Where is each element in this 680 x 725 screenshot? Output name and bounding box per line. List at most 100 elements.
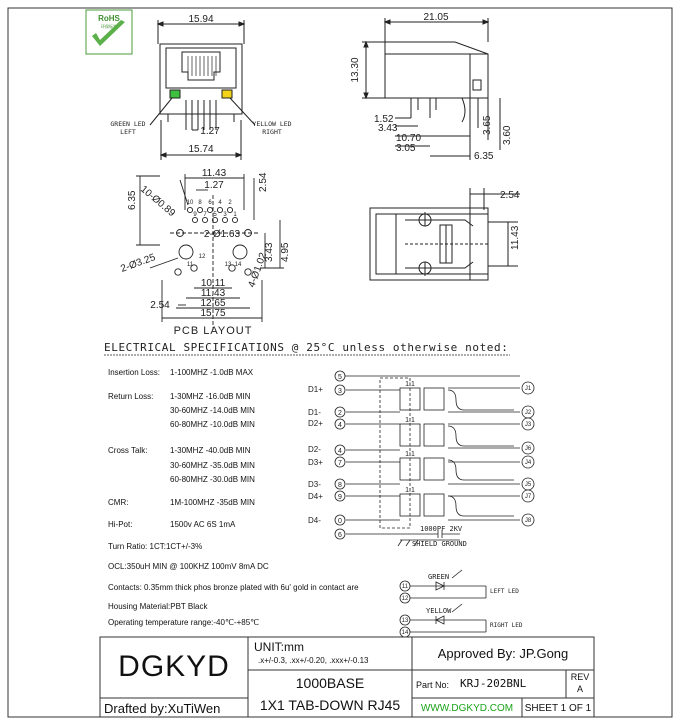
- pcb-dim-2-54: 2.54: [258, 172, 269, 192]
- shield-ground-label: SHIELD GROUND: [412, 540, 467, 548]
- right-pin-4: J6: [525, 446, 532, 452]
- side-view: [362, 18, 501, 160]
- schematic-right-labels: J1 J2 J3 J6 J4 J5 J7 J8: [525, 386, 532, 524]
- green-led-label: GREEN LED: [110, 120, 145, 128]
- product-desc-1: 1000BASE: [295, 675, 365, 691]
- pcb-dim-1-27: 1.27: [204, 180, 224, 191]
- rohs-title: RoHS: [98, 14, 120, 23]
- dim-side-d5: 6.35: [474, 151, 494, 162]
- dim-side-d7: 3.60: [502, 125, 513, 145]
- yellow-led-desc: RIGHT LED: [490, 622, 523, 629]
- pcb-pin-bottom-3: 5: [213, 212, 217, 218]
- cap-label: 1000PF 2KV: [420, 525, 463, 533]
- pin-num-8: 8: [338, 482, 342, 489]
- green-pin-b-num: 12: [402, 596, 409, 602]
- right-pin-5: J4: [525, 460, 532, 466]
- pcb-dim-10-11: 10.11: [201, 278, 226, 289]
- rev-label: REV: [570, 672, 590, 682]
- rohs-badge: RoHS 环保标准: [85, 9, 133, 55]
- dim-side-d4: 3.05: [396, 143, 416, 154]
- led-schematic: [410, 569, 487, 633]
- product-desc-2: 1X1 TAB-DOWN RJ45: [259, 697, 401, 713]
- website-link[interactable]: WWW.DGKYD.COM: [420, 703, 514, 714]
- pcb-pin-11: 11: [187, 262, 194, 268]
- dim-side-d6: 3.65: [482, 115, 493, 135]
- yellow-pin-b-num: 14: [402, 630, 409, 636]
- spec-hipot-value: 1500v AC 6S 1mA: [170, 520, 236, 529]
- dim-side-height: 13.30: [350, 57, 361, 82]
- spec-return-loss-2: 30-60MHZ -14.0dB MIN: [170, 406, 255, 415]
- part-no-value: KRJ-202BNL: [460, 677, 527, 690]
- pcb-dim-11-43b: 11.43: [201, 288, 226, 299]
- schematic-right-pins: [521, 381, 535, 527]
- pcb-pin-top-4: 4: [218, 200, 222, 206]
- pcb-dim-6-35: 6.35: [127, 190, 138, 210]
- pcb-hole-callout: 10-Ø0.89: [138, 184, 177, 220]
- spec-cmr-value: 1M-100MHZ -35dB MIN: [170, 498, 255, 507]
- pin-num-9: 9: [338, 494, 342, 501]
- pcb-dim-4-95: 4.95: [280, 242, 291, 262]
- spec-housing: Housing Material:PBT Black: [108, 602, 208, 611]
- top-dim-2-54: 2.54: [500, 190, 520, 201]
- dim-side-d1: 1.52: [374, 114, 394, 125]
- pin-num-5: 5: [338, 374, 342, 381]
- pcb-pin-12: 12: [199, 254, 206, 260]
- yellow-led-indicator: [221, 89, 233, 99]
- right-pin-3: J3: [525, 422, 532, 428]
- ratio-2: 1:1: [405, 417, 415, 424]
- pcb-dim-1-63: 2-Ø1.63: [204, 229, 241, 240]
- pin-num-2: 2: [338, 410, 342, 417]
- pcb-dim-3-25: 2-Ø3.25: [119, 252, 157, 275]
- dim-front-top-width: 15.94: [188, 14, 213, 25]
- green-led-indicator: [169, 89, 181, 99]
- dim-side-d2: 3.43: [378, 123, 398, 134]
- spec-cross-talk-2: 30-60MHZ -35.0dB MIN: [170, 461, 255, 470]
- approved-by: Approved By: JP.Gong: [437, 646, 569, 661]
- top-view: [369, 188, 520, 281]
- pcb-dim-11-43: 11.43: [202, 168, 227, 179]
- pin-label-d1-plus: D1+: [308, 385, 323, 394]
- schematic: [340, 375, 520, 547]
- spec-return-loss-1: 1-30MHZ -16.0dB MIN: [170, 392, 251, 401]
- unit-label: UNIT:mm: [254, 640, 304, 654]
- schematic-ratios: 1:1 1:1 1:1 1:1: [405, 381, 415, 494]
- pin-label-d2-plus: D2+: [308, 419, 323, 428]
- green-pin-a-num: 11: [402, 584, 409, 590]
- green-led-side: LEFT: [120, 128, 136, 136]
- right-pin-7: J7: [525, 494, 532, 500]
- green-pin-a: [399, 580, 411, 592]
- right-pin-2: J2: [525, 410, 532, 416]
- spec-cross-talk-label: Cross Talk:: [108, 446, 148, 455]
- yellow-led-side: RIGHT: [262, 128, 282, 136]
- pin-num-0: 0: [338, 518, 342, 525]
- pcb-pin-13: 13: [225, 262, 232, 268]
- pin-label-d3-plus: D3+: [308, 458, 323, 467]
- spec-cross-talk-1: 1-30MHZ -40.0dB MIN: [170, 446, 251, 455]
- spec-temperature: Operating temperature range:-40℃-+85℃: [108, 618, 260, 627]
- part-no-label: Part No:: [416, 680, 450, 690]
- pcb-pin-top-1: 10: [187, 200, 194, 206]
- title-block: [99, 636, 595, 718]
- spec-return-loss-3: 60-80MHZ -10.0dB MIN: [170, 420, 255, 429]
- right-pin-1: J1: [525, 386, 532, 392]
- pin-label-d4-minus: D4-: [308, 516, 321, 525]
- pcb-layout: [136, 174, 284, 330]
- spec-contacts: Contacts: 0.35mm thick phos bronze plate…: [108, 583, 359, 592]
- spec-insertion-loss-value: 1-100MHZ -1.0dB MAX: [170, 368, 254, 377]
- pcb-pin-bottom-2: 7: [203, 212, 207, 218]
- pcb-dim-15-75: 15.75: [200, 308, 225, 319]
- pin-num-6: 6: [338, 532, 342, 539]
- schematic-left-pin-numbers: 5 3 2 4 4 7 8 9 0 6: [338, 374, 342, 539]
- pcb-caption: PCB LAYOUT: [174, 325, 253, 337]
- yellow-led-title: YELLOW: [426, 607, 452, 615]
- pin-num-3: 4: [338, 422, 342, 429]
- pcb-dim-12-65: 12.65: [200, 298, 225, 309]
- schematic-left-labels: D1+ D1- D2+ D2- D3+ D3- D4+ D4-: [308, 385, 323, 525]
- dim-front-bottom-width: 15.74: [188, 144, 213, 155]
- spec-hipot-label: Hi-Pot:: [108, 520, 133, 529]
- tolerance-label: .x+/-0.3, .xx+/-0.20, .xxx+/-0.13: [258, 656, 369, 665]
- spec-ocl: OCL:350uH MIN @ 100KHZ 100mV 8mA DC: [108, 562, 269, 571]
- pcb-pin-bottom-4: 3: [223, 212, 227, 218]
- rev-value: A: [576, 684, 583, 694]
